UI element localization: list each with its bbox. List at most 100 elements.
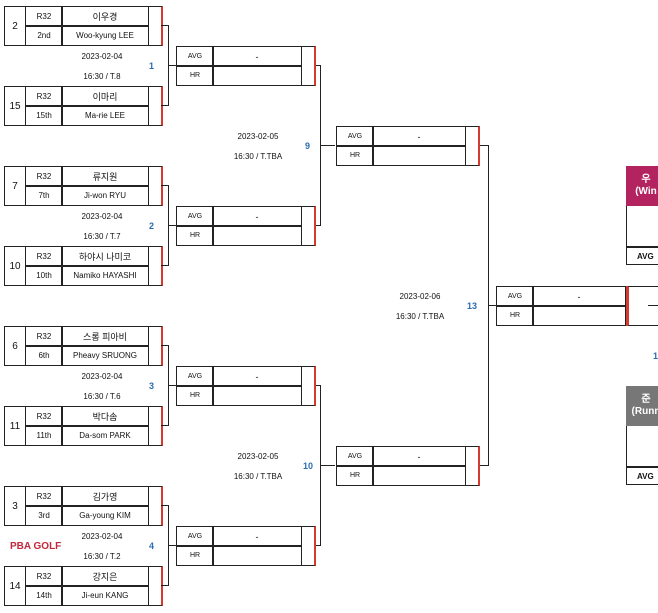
hr-value <box>372 145 466 166</box>
runner-up-header: 준 (Runn <box>626 386 658 426</box>
bracket-line <box>488 305 496 306</box>
player-name-en: Ma-rie LEE <box>61 105 149 126</box>
match-number: 10 <box>303 461 314 471</box>
hr-label: HR <box>336 145 374 166</box>
match-box[interactable]: AVG - HR <box>496 286 652 326</box>
player-name-kr: 박다솜 <box>61 406 149 427</box>
match-time: 16:30 / T.TBA <box>233 152 283 161</box>
match-box[interactable]: AVG - HR <box>176 46 316 86</box>
hr-value <box>532 305 626 326</box>
score-box <box>147 486 163 526</box>
score-box <box>300 366 316 406</box>
player-name-en: Woo-kyung LEE <box>61 25 149 46</box>
match-box[interactable]: AVG - HR <box>176 206 316 246</box>
score-box <box>300 206 316 246</box>
player-card[interactable]: 14 R32 14th 강지은 Ji-eun KANG <box>4 566 163 606</box>
match-date: 2023-02-04 <box>81 52 123 61</box>
bracket-line <box>161 105 169 106</box>
score-box <box>464 126 480 166</box>
hr-value <box>212 385 302 406</box>
player-card[interactable]: 10 R32 10th 하야시 나미코 Namiko HAYASHI <box>4 246 163 286</box>
score-box <box>147 166 163 206</box>
player-name-kr: 류지원 <box>61 166 149 187</box>
avg-value: - <box>372 446 466 467</box>
score-box <box>147 6 163 46</box>
match-date: 2023-02-06 <box>399 292 441 301</box>
bracket-line <box>161 345 169 346</box>
seed-number: 3 <box>4 486 26 526</box>
bracket-line <box>628 325 658 326</box>
hr-label: HR <box>176 545 214 566</box>
match-time: 16:30 / T.TBA <box>395 312 445 321</box>
seed-number: 10 <box>4 246 26 286</box>
match-date: 2023-02-05 <box>237 452 279 461</box>
round-label: R32 <box>25 406 63 427</box>
bracket-line <box>168 225 176 226</box>
bracket-line <box>168 65 176 66</box>
match-box[interactable]: AVG - HR <box>336 446 482 486</box>
score-box <box>300 46 316 86</box>
hr-label: HR <box>176 225 214 246</box>
match-number: 1 <box>653 351 658 361</box>
player-name-en: Ji-won RYU <box>61 185 149 206</box>
player-name-kr: 이우경 <box>61 6 149 27</box>
round-label: R32 <box>25 6 63 27</box>
pba-golf-logo: PBA GOLF <box>10 541 62 552</box>
match-box[interactable]: AVG - HR <box>176 526 316 566</box>
avg-label: AVG <box>336 446 374 467</box>
match-number: 9 <box>305 141 311 151</box>
round-label: R32 <box>25 486 63 507</box>
player-card[interactable]: 3 R32 3rd 김가영 Ga-young KIM <box>4 486 163 526</box>
match-number: 2 <box>149 221 155 231</box>
bracket-line <box>161 585 169 586</box>
bracket-line <box>316 225 321 226</box>
player-name-kr: 김가영 <box>61 486 149 507</box>
winner-panel: 우 (Win AVG <box>626 166 658 265</box>
runner-up-title-en: (Runn <box>631 406 658 417</box>
avg-value: - <box>212 526 302 547</box>
bracket-line <box>161 425 169 426</box>
rank-label: 6th <box>25 345 63 366</box>
avg-label: AVG <box>336 126 374 147</box>
score-box <box>147 406 163 446</box>
player-card[interactable]: 7 R32 7th 류지원 Ji-won RYU <box>4 166 163 206</box>
runner-up-panel: 준 (Runn AVG <box>626 386 658 485</box>
bracket-line <box>626 286 628 326</box>
avg-value: - <box>212 206 302 227</box>
match-number: 1 <box>149 61 155 71</box>
seed-number: 7 <box>4 166 26 206</box>
player-name-en: Ji-eun KANG <box>61 585 149 606</box>
player-card[interactable]: 6 R32 6th 스롱 피아비 Pheavy SRUONG <box>4 326 163 366</box>
match-box[interactable]: AVG - HR <box>336 126 482 166</box>
player-card[interactable]: 11 R32 11th 박다솜 Da-som PARK <box>4 406 163 446</box>
avg-value: - <box>212 46 302 67</box>
bracket-line <box>628 286 658 287</box>
match-date: 2023-02-04 <box>81 532 123 541</box>
player-card[interactable]: 15 R32 15th 이마리 Ma-rie LEE <box>4 86 163 126</box>
rank-label: 3rd <box>25 505 63 526</box>
round-label: R32 <box>25 566 63 587</box>
match-date: 2023-02-04 <box>81 372 123 381</box>
winner-name-box <box>626 206 658 247</box>
match-time: 16:30 / T.7 <box>83 232 121 241</box>
seed-number: 6 <box>4 326 26 366</box>
rank-label: 14th <box>25 585 63 606</box>
winner-title-en: (Win <box>635 186 657 197</box>
player-name-kr: 스롱 피아비 <box>61 326 149 347</box>
bracket-line <box>316 65 321 66</box>
round-label: R32 <box>25 326 63 347</box>
bracket-line <box>648 305 658 306</box>
score-box <box>147 246 163 286</box>
bracket-line <box>316 385 321 386</box>
match-box[interactable]: AVG - HR <box>176 366 316 406</box>
round-label: R32 <box>25 246 63 267</box>
rank-label: 7th <box>25 185 63 206</box>
seed-number: 15 <box>4 86 26 126</box>
hr-label: HR <box>496 305 534 326</box>
player-card[interactable]: 2 R32 2nd 이우경 Woo-kyung LEE <box>4 6 163 46</box>
hr-value <box>212 65 302 86</box>
bracket-line <box>168 385 176 386</box>
score-box <box>464 446 480 486</box>
score-box <box>147 326 163 366</box>
winner-header: 우 (Win <box>626 166 658 206</box>
